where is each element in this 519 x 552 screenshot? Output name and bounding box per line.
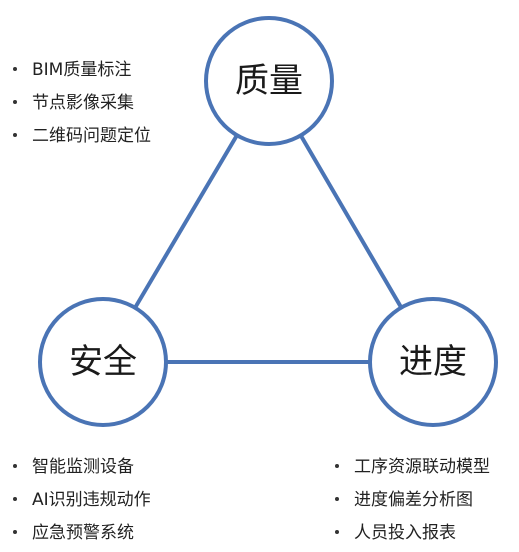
safety-feature-list: 智能监测设备 AI识别违规动作 应急预警系统 — [10, 451, 151, 550]
bullet-dot-icon — [13, 67, 17, 71]
list-item-text: BIM质量标注 — [32, 60, 132, 80]
bullet-dot-icon — [335, 530, 339, 534]
list-item-text: 工序资源联动模型 — [354, 457, 490, 477]
node-circle — [204, 16, 334, 146]
list-item: 人员投入报表 — [332, 517, 490, 550]
bullet-dot-icon — [335, 497, 339, 501]
list-item-text: 二维码问题定位 — [32, 126, 151, 146]
list-item: 智能监测设备 — [10, 451, 151, 484]
list-item-text: 人员投入报表 — [354, 523, 456, 543]
list-item-text: 应急预警系统 — [32, 523, 134, 543]
list-item: 工序资源联动模型 — [332, 451, 490, 484]
node-safety: 安全 — [38, 297, 168, 427]
list-item-text: 智能监测设备 — [32, 457, 134, 477]
bullet-dot-icon — [13, 497, 17, 501]
node-label: 进度 — [399, 342, 467, 382]
list-item-text: 进度偏差分析图 — [354, 490, 473, 510]
list-item: 二维码问题定位 — [10, 120, 151, 153]
node-circle — [368, 297, 498, 427]
list-item: AI识别违规动作 — [10, 484, 151, 517]
node-quality: 质量 — [204, 16, 334, 146]
list-item-text: AI识别违规动作 — [32, 490, 151, 510]
node-progress: 进度 — [368, 297, 498, 427]
bullet-dot-icon — [13, 100, 17, 104]
bullet-dot-icon — [13, 530, 17, 534]
bullet-dot-icon — [335, 464, 339, 468]
node-label: 质量 — [235, 61, 303, 101]
bullet-dot-icon — [13, 133, 17, 137]
node-circle — [38, 297, 168, 427]
node-label: 安全 — [69, 342, 137, 382]
progress-feature-list: 工序资源联动模型 进度偏差分析图 人员投入报表 — [332, 451, 490, 550]
list-item: 进度偏差分析图 — [332, 484, 490, 517]
bullet-dot-icon — [13, 464, 17, 468]
quality-feature-list: BIM质量标注 节点影像采集 二维码问题定位 — [10, 54, 151, 153]
list-item: 节点影像采集 — [10, 87, 151, 120]
list-item: BIM质量标注 — [10, 54, 151, 87]
list-item-text: 节点影像采集 — [32, 93, 134, 113]
list-item: 应急预警系统 — [10, 517, 151, 550]
